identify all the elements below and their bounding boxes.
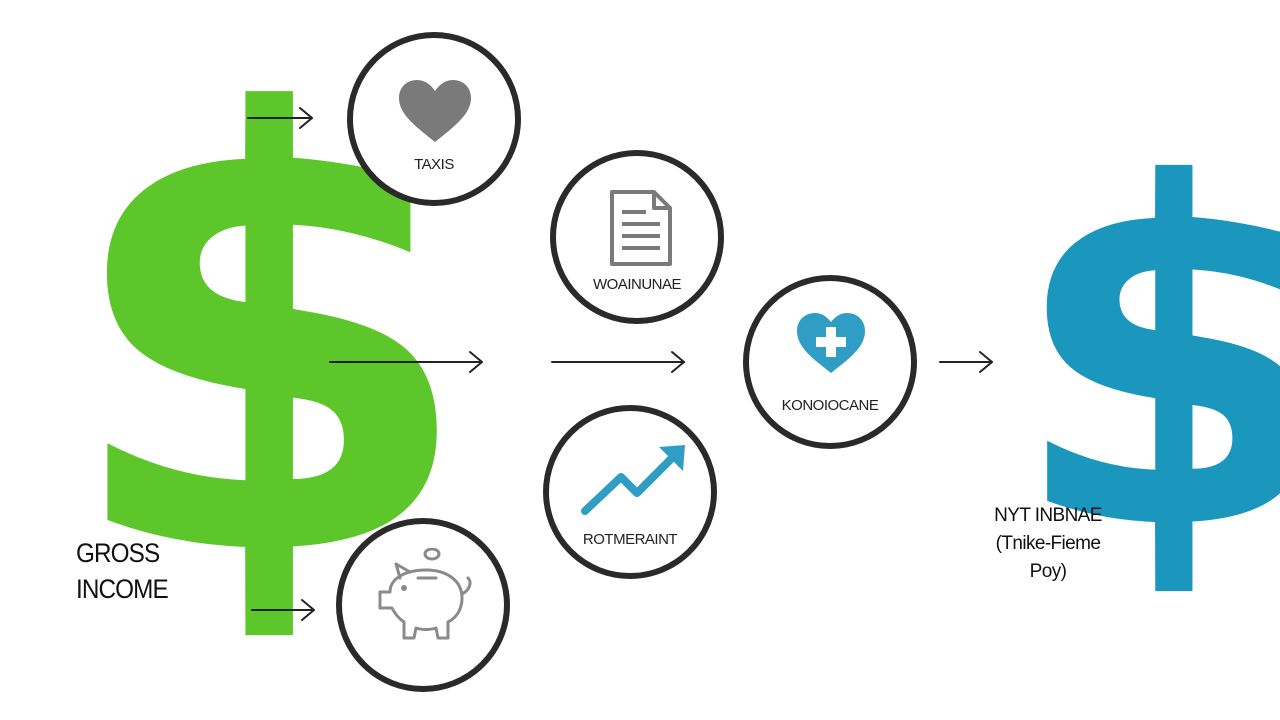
- health-heart-plus-icon: [797, 313, 865, 373]
- arrow-middle-to-health: [551, 351, 685, 373]
- net-income-label-line1: NYT INBNAE: [994, 505, 1102, 526]
- document-icon: [610, 190, 672, 266]
- arrow-to-net: [939, 351, 993, 373]
- deduction-circle-taxes: TAXIS: [347, 32, 521, 206]
- deduction-circle-savings: [336, 518, 510, 692]
- trend-up-icon: [581, 445, 685, 515]
- net-income-label-line2: (Tnike-Fieme Poy): [995, 533, 1101, 582]
- arrow-to-taxes: [247, 107, 313, 129]
- arrow-to-savings: [251, 599, 315, 621]
- net-income-dollar-icon: $: [1010, 86, 1280, 633]
- piggy-bank-icon: [378, 548, 472, 640]
- gross-income-label: GROSS INCOME: [76, 535, 169, 607]
- deduction-label: WOAINUNAE: [592, 276, 682, 293]
- deduction-label: ROTMERAINT: [582, 531, 678, 548]
- heart-icon: [399, 80, 471, 142]
- net-income-label: NYT INBNAE (Tnike-Fieme Poy): [978, 502, 1118, 586]
- deduction-circle-document: WOAINUNAE: [550, 150, 724, 324]
- deduction-label: TAXIS: [414, 156, 454, 173]
- gross-income-label-line2: INCOME: [76, 574, 169, 604]
- arrow-gross-middle: [329, 351, 483, 373]
- gross-income-label-line1: GROSS: [76, 538, 160, 568]
- deduction-label: KONOIOCANE: [781, 397, 879, 414]
- deduction-circle-retirement: ROTMERAINT: [543, 405, 717, 579]
- deduction-circle-health: KONOIOCANE: [743, 275, 917, 449]
